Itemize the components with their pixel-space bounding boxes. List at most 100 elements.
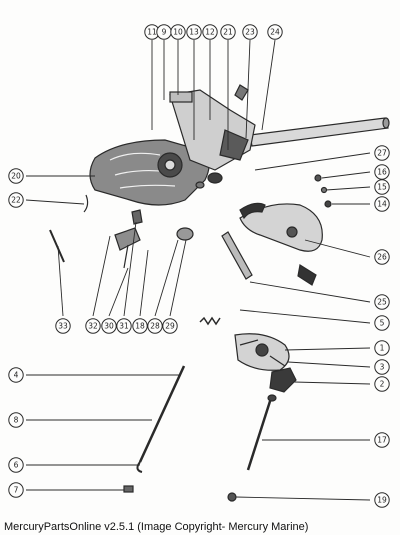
exploded-parts-diagram: 1191013122123242716151426255132171920224… bbox=[8, 24, 390, 508]
callout-9: 9 bbox=[156, 24, 172, 40]
callout-20: 20 bbox=[8, 168, 24, 184]
center-washer bbox=[207, 172, 223, 184]
callout-circle bbox=[202, 24, 218, 40]
callout-1: 1 bbox=[374, 340, 390, 356]
callout-label: 1 bbox=[380, 344, 385, 353]
callout-circle bbox=[132, 318, 148, 334]
callout-4: 4 bbox=[8, 367, 24, 383]
callout-label: 10 bbox=[173, 28, 183, 37]
callout-25: 25 bbox=[374, 294, 390, 310]
callout-circle bbox=[8, 192, 24, 208]
callout-circle bbox=[267, 24, 283, 40]
callout-label: 19 bbox=[377, 496, 387, 505]
callout-label: 14 bbox=[377, 200, 387, 209]
tiller-tube-end bbox=[382, 117, 390, 129]
small-screw bbox=[324, 200, 332, 208]
small-clip bbox=[123, 485, 134, 493]
guide-spring bbox=[83, 194, 89, 213]
callout-label: 22 bbox=[11, 196, 21, 205]
callout-label: 8 bbox=[14, 416, 19, 425]
callout-label: 32 bbox=[88, 322, 98, 331]
callout-circle bbox=[374, 376, 390, 392]
twist-grip bbox=[269, 367, 297, 393]
callout-15: 15 bbox=[374, 179, 390, 195]
copyright-footer: MercuryPartsOnline v2.5.1 (Image Copyrig… bbox=[4, 521, 309, 533]
small-nut bbox=[314, 174, 322, 182]
callout-label: 21 bbox=[223, 28, 233, 37]
callout-circle bbox=[170, 24, 186, 40]
throttle-arm-grip bbox=[239, 202, 266, 220]
callout-33: 33 bbox=[55, 318, 71, 334]
callout-label: 25 bbox=[377, 298, 387, 307]
callout-circle bbox=[374, 164, 390, 180]
callout-circle bbox=[374, 145, 390, 161]
callout-17: 17 bbox=[374, 432, 390, 448]
callout-circle bbox=[374, 432, 390, 448]
callout-circle bbox=[55, 318, 71, 334]
callout-label: 5 bbox=[380, 319, 385, 328]
callout-label: 20 bbox=[11, 172, 21, 181]
callout-23: 23 bbox=[242, 24, 258, 40]
callout-31: 31 bbox=[116, 318, 132, 334]
bottom-nut bbox=[227, 492, 237, 502]
callout-label: 29 bbox=[165, 322, 175, 331]
callout-8: 8 bbox=[8, 412, 24, 428]
callout-label: 17 bbox=[377, 436, 387, 445]
callout-30: 30 bbox=[101, 318, 117, 334]
callout-label: 9 bbox=[162, 28, 167, 37]
callout-circle bbox=[220, 24, 236, 40]
callout-circle bbox=[186, 24, 202, 40]
callout-24: 24 bbox=[267, 24, 283, 40]
callout-12: 12 bbox=[202, 24, 218, 40]
arm-handle bbox=[297, 264, 317, 286]
callout-13: 13 bbox=[186, 24, 202, 40]
callout-label: 28 bbox=[150, 322, 160, 331]
clamp-lever bbox=[131, 209, 143, 225]
throttle-arm bbox=[239, 203, 323, 252]
callout-3: 3 bbox=[374, 359, 390, 375]
lever-part bbox=[234, 84, 249, 101]
callout-circle bbox=[147, 318, 163, 334]
spring-part bbox=[199, 316, 221, 326]
callout-circle bbox=[242, 24, 258, 40]
callout-label: 11 bbox=[147, 28, 157, 37]
long-rod bbox=[138, 365, 186, 463]
callout-28: 28 bbox=[147, 318, 163, 334]
callout-5: 5 bbox=[374, 315, 390, 331]
callout-label: 24 bbox=[270, 28, 280, 37]
callout-label: 30 bbox=[104, 322, 114, 331]
callout-circle bbox=[374, 196, 390, 212]
tiller-pin bbox=[246, 394, 274, 471]
clamp-bolt-shank bbox=[123, 244, 129, 269]
callout-14: 14 bbox=[374, 196, 390, 212]
callout-label: 3 bbox=[380, 363, 385, 372]
clamp-bolt bbox=[114, 227, 141, 251]
lower-bushing bbox=[176, 227, 194, 241]
callout-26: 26 bbox=[374, 249, 390, 265]
callout-circle bbox=[8, 168, 24, 184]
callout-circle bbox=[85, 318, 101, 334]
callout-label: 33 bbox=[58, 322, 68, 331]
callout-label: 15 bbox=[377, 183, 387, 192]
callout-circle bbox=[374, 359, 390, 375]
tiller-tube bbox=[249, 117, 389, 147]
callout-label: 2 bbox=[380, 380, 385, 389]
callout-18: 18 bbox=[132, 318, 148, 334]
callout-10: 10 bbox=[170, 24, 186, 40]
callout-circle bbox=[8, 482, 24, 498]
callout-21: 21 bbox=[220, 24, 236, 40]
small-washer bbox=[320, 186, 328, 194]
callout-circle bbox=[374, 315, 390, 331]
callout-circle bbox=[374, 492, 390, 508]
callout-27: 27 bbox=[374, 145, 390, 161]
link-rod bbox=[221, 231, 253, 280]
callout-circle bbox=[374, 249, 390, 265]
tiller-pin-head bbox=[267, 394, 277, 402]
callout-16: 16 bbox=[374, 164, 390, 180]
callout-circle bbox=[116, 318, 132, 334]
callout-circle bbox=[8, 367, 24, 383]
grip-detail bbox=[239, 339, 286, 367]
callout-label: 31 bbox=[119, 322, 129, 331]
